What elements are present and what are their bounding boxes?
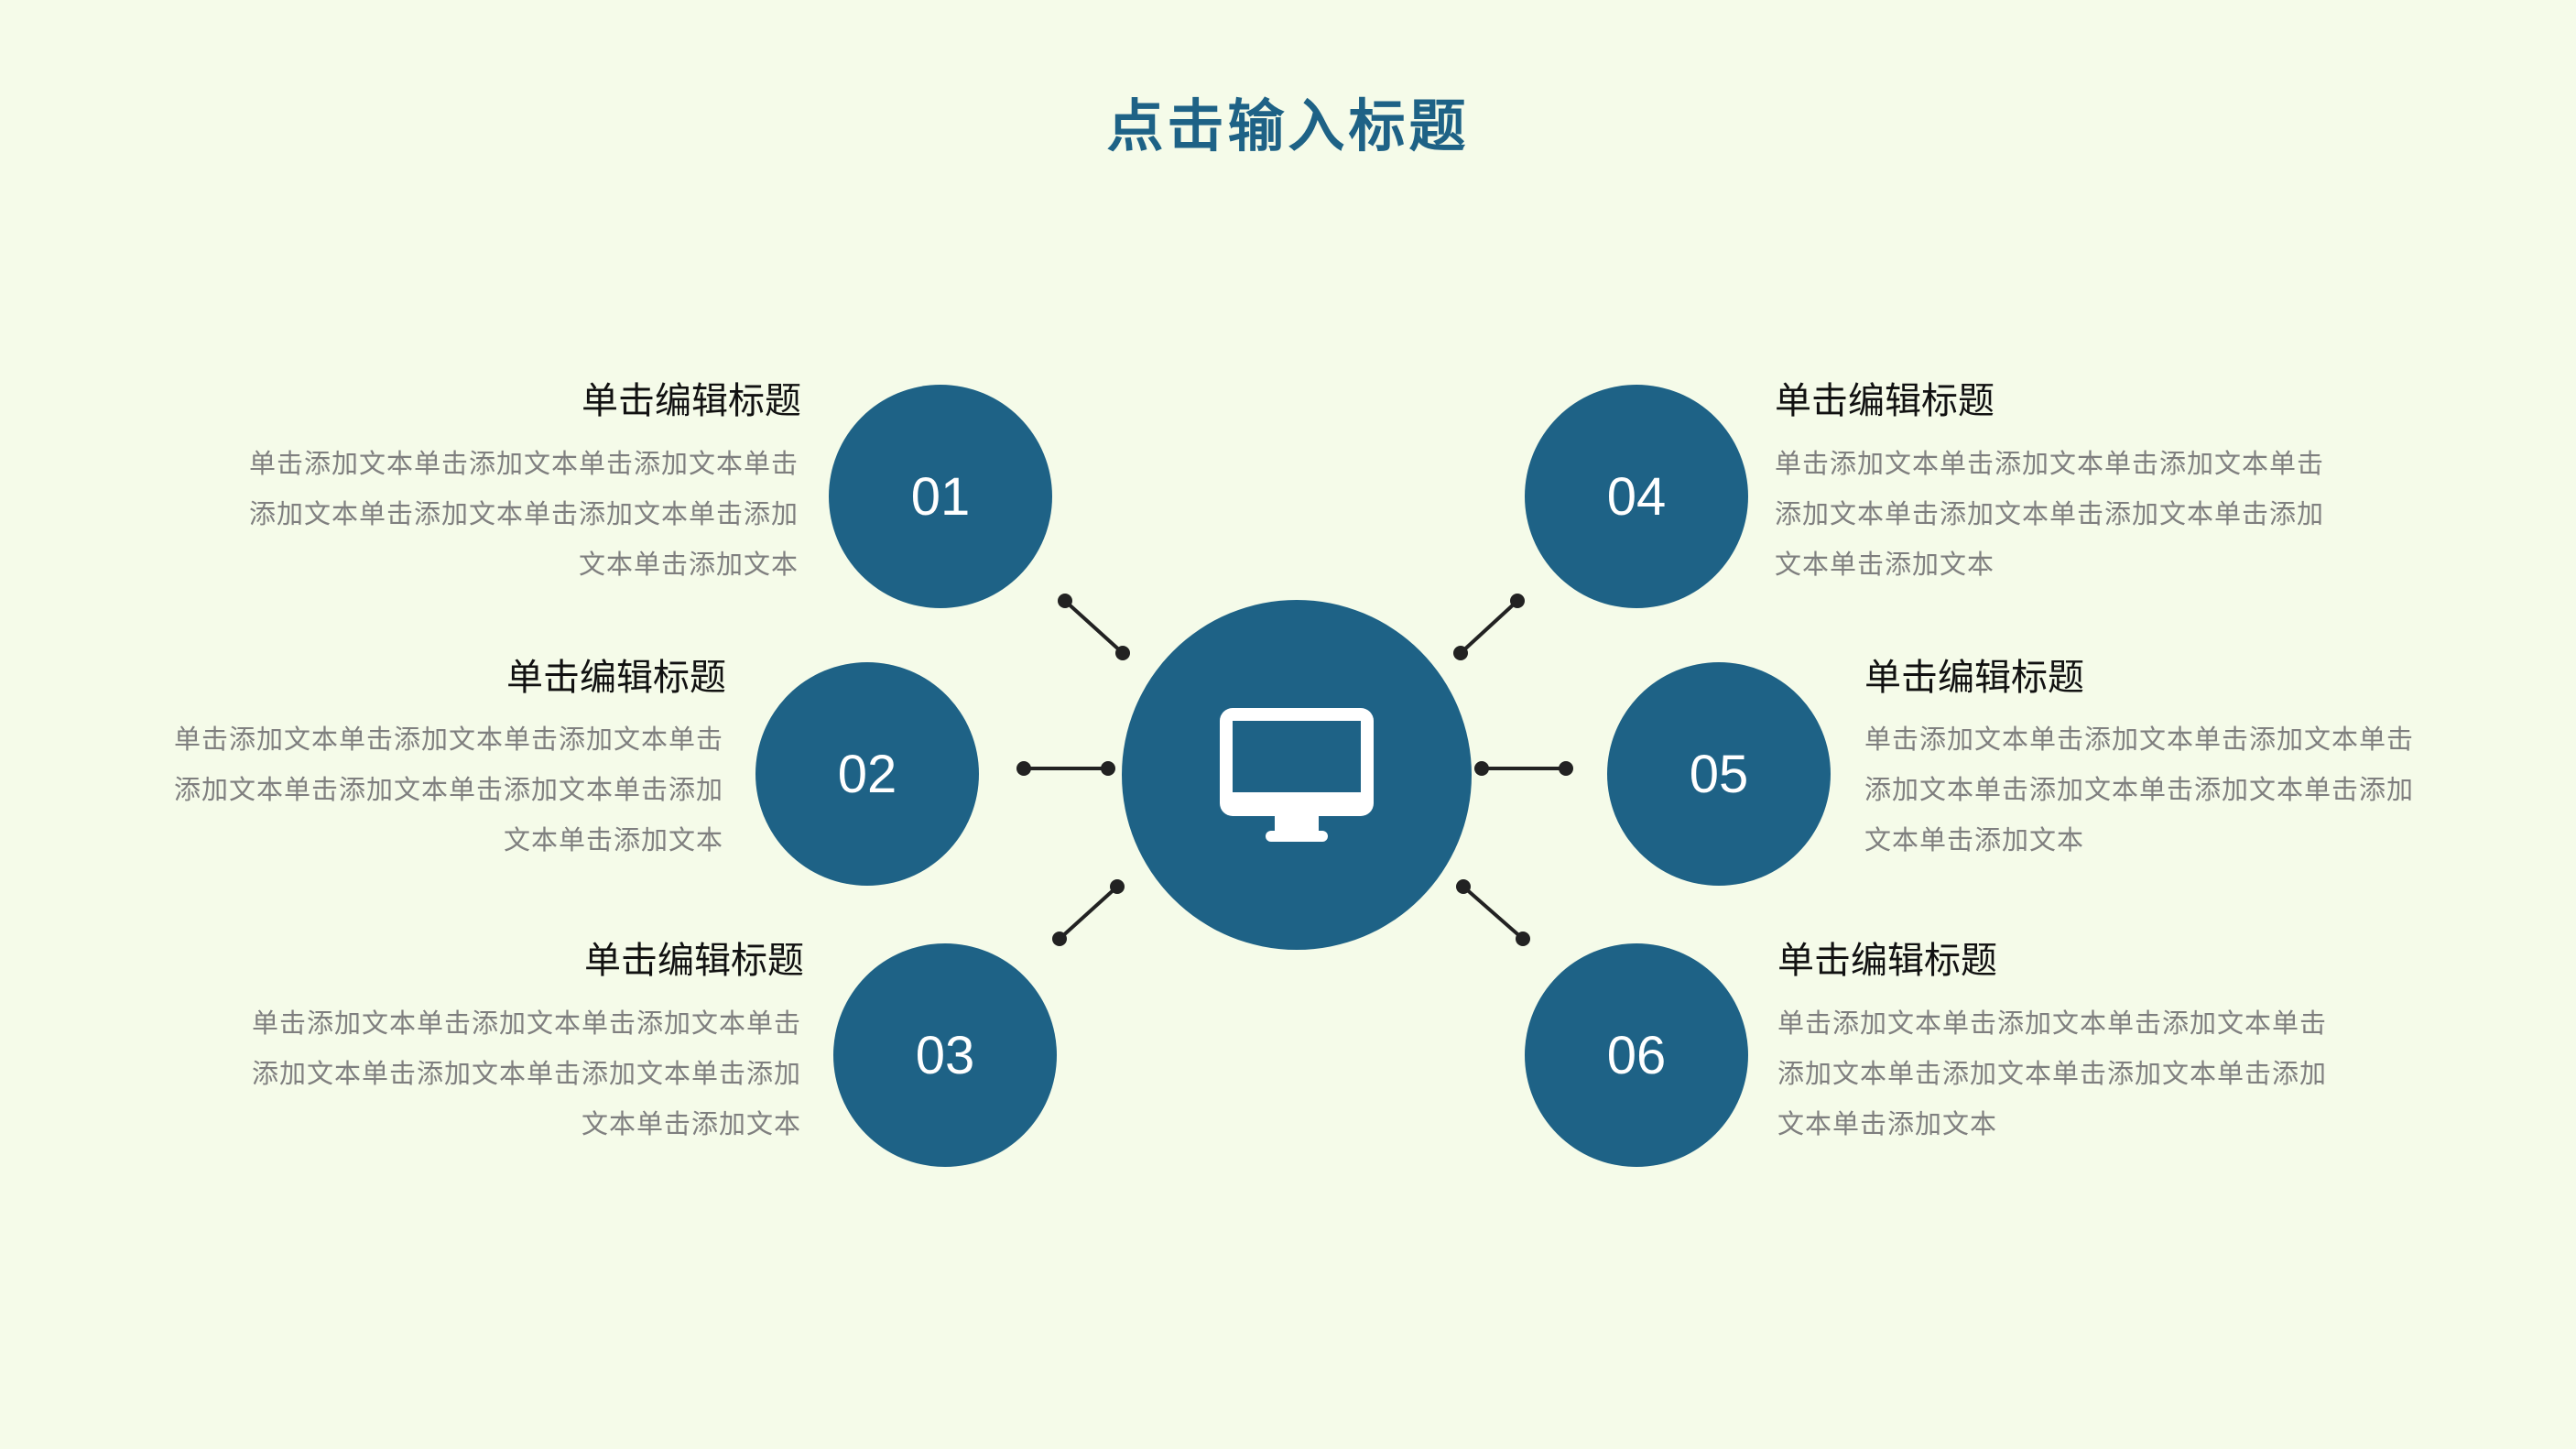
number-badge-01[interactable]: 01 — [829, 385, 1052, 608]
item-title-05[interactable]: 单击编辑标题 — [1864, 657, 2084, 699]
number-badge-03[interactable]: 03 — [833, 943, 1057, 1167]
item-title-06[interactable]: 单击编辑标题 — [1777, 940, 1997, 982]
item-desc-04[interactable]: 单击添加文本单击添加文本单击添加文本单击添加文本单击添加文本单击添加文本单击添加… — [1775, 448, 2325, 580]
monitor-icon — [1220, 708, 1374, 842]
center-hub[interactable] — [1122, 600, 1472, 950]
item-desc-01[interactable]: 单击添加文本单击添加文本单击添加文本单击添加文本单击添加文本单击添加文本单击添加… — [248, 448, 799, 580]
item-desc-03[interactable]: 单击添加文本单击添加文本单击添加文本单击添加文本单击添加文本单击添加文本单击添加… — [251, 1008, 801, 1139]
connector-02 — [1016, 761, 1115, 776]
number-badge-04[interactable]: 04 — [1525, 385, 1748, 608]
connector-06 — [1456, 879, 1530, 946]
item-desc-02[interactable]: 单击添加文本单击添加文本单击添加文本单击添加文本单击添加文本单击添加文本单击添加… — [173, 724, 723, 855]
item-title-02[interactable]: 单击编辑标题 — [506, 657, 726, 699]
number-badge-05[interactable]: 05 — [1607, 662, 1831, 886]
connector-04 — [1453, 594, 1525, 660]
item-title-04[interactable]: 单击编辑标题 — [1775, 380, 1994, 422]
connector-01 — [1058, 594, 1130, 660]
slide-title[interactable]: 点击输入标题 — [1106, 93, 1470, 159]
item-desc-05[interactable]: 单击添加文本单击添加文本单击添加文本单击添加文本单击添加文本单击添加文本单击添加… — [1864, 724, 2415, 855]
number-badge-06[interactable]: 06 — [1525, 943, 1748, 1167]
item-desc-06[interactable]: 单击添加文本单击添加文本单击添加文本单击添加文本单击添加文本单击添加文本单击添加… — [1777, 1008, 2328, 1139]
item-title-03[interactable]: 单击编辑标题 — [584, 940, 804, 982]
connector-05 — [1474, 761, 1573, 776]
item-title-01[interactable]: 单击编辑标题 — [582, 380, 801, 422]
number-badge-02[interactable]: 02 — [755, 662, 979, 886]
connector-03 — [1052, 879, 1125, 946]
